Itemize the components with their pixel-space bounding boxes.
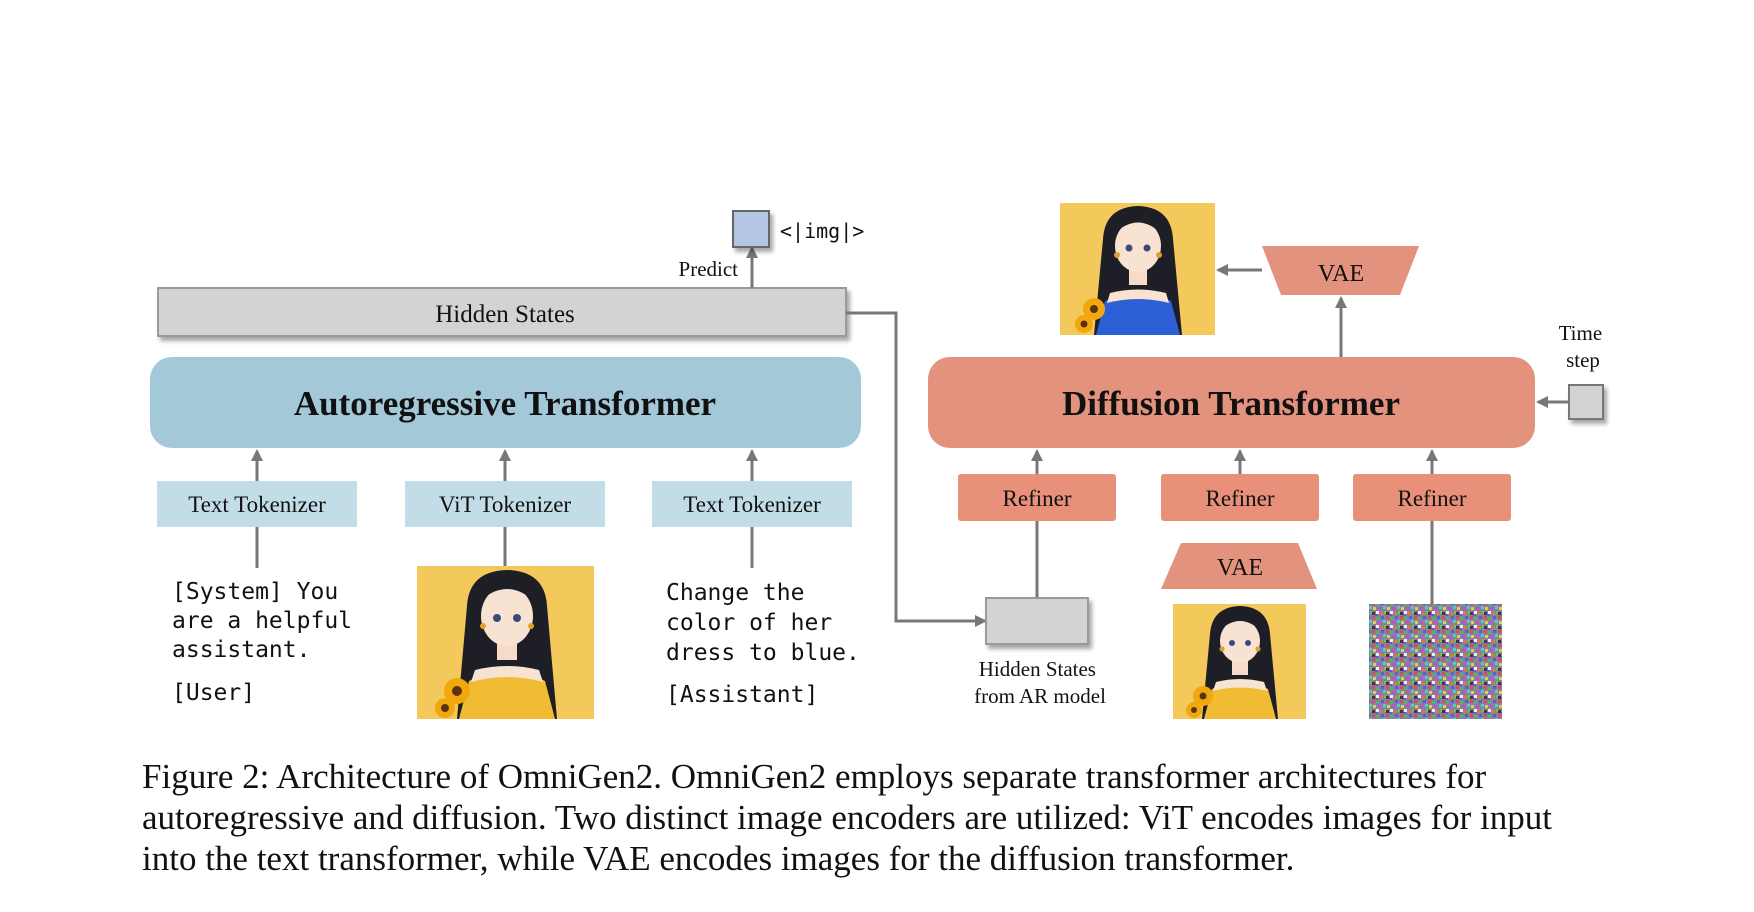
diffusion-transformer-block: [928, 357, 1535, 448]
vae-decoder-label: VAE: [1318, 261, 1364, 287]
system-prompt: [System] You are a helpful assistant.: [172, 579, 366, 663]
refiner-hidden-states: [958, 474, 1116, 521]
instruction-line-2: color of her: [666, 610, 832, 636]
system-prompt-line-2: are a helpful: [172, 608, 352, 634]
system-prompt-line-1: [System] You: [172, 579, 338, 605]
time-step-square: [1568, 384, 1604, 420]
vae-encoder-label: VAE: [1217, 555, 1263, 581]
text-tokenizer-1-label: Text Tokenizer: [188, 492, 326, 517]
diffusion-transformer-title: Diffusion Transformer: [1062, 384, 1400, 423]
text-tokenizer-2-label: Text Tokenizer: [683, 492, 821, 517]
vae-decoder: [1262, 246, 1419, 295]
noise-image: [1369, 604, 1502, 719]
instruction-line-1: Change the: [666, 580, 804, 606]
hidden-states-connector: [846, 311, 987, 627]
system-prompt-line-3: assistant.: [172, 637, 310, 663]
caption-line-1: Figure 2: Architecture of OmniGen2. Omni…: [142, 757, 1487, 796]
hidden-states-from-ar-label: Hidden States from AR model: [974, 657, 1106, 708]
text-tokenizer-2: [652, 481, 852, 527]
instruction-line-3: dress to blue.: [666, 640, 860, 666]
assistant-tag: [Assistant]: [666, 682, 818, 708]
refiner-noise: [1353, 474, 1511, 521]
img-token-square: [732, 210, 770, 248]
ar-hidden-states-bar: [157, 287, 847, 337]
time-step-line-1: Time: [1559, 321, 1603, 345]
hidden-states-from-ar-line-1: Hidden States: [979, 657, 1096, 681]
instruction-prompt: Change the color of her dress to blue.: [666, 580, 860, 666]
predict-label: Predict: [679, 257, 739, 281]
text-tokenizer-1: [157, 481, 357, 527]
autoregressive-transformer-block: [150, 357, 861, 448]
refiner-vae-latent-label: Refiner: [1206, 486, 1275, 511]
vae-encoder: [1161, 543, 1317, 589]
vit-input-portrait: [417, 566, 594, 719]
img-token-label: <|img|>: [780, 219, 864, 243]
hidden-states-from-ar-line-2: from AR model: [974, 684, 1106, 708]
figure-caption: Figure 2: Architecture of OmniGen2. Omni…: [142, 756, 1622, 879]
vit-tokenizer-label: ViT Tokenizer: [439, 492, 572, 517]
refiner-hidden-states-label: Refiner: [1003, 486, 1072, 511]
refiner-vae-latent: [1161, 474, 1319, 521]
user-tag: [User]: [172, 680, 255, 706]
autoregressive-transformer-title: Autoregressive Transformer: [294, 384, 716, 423]
time-step-label: Time step: [1559, 321, 1608, 372]
time-step-line-2: step: [1566, 348, 1600, 372]
ar-hidden-states-square: [985, 597, 1089, 645]
ar-hidden-states-label: Hidden States: [435, 301, 575, 328]
caption-line-2: autoregressive and diffusion. Two distin…: [142, 798, 1552, 837]
output-portrait: [1060, 203, 1215, 335]
vae-input-portrait: [1173, 604, 1306, 719]
caption-line-3: into the text transformer, while VAE enc…: [142, 839, 1295, 878]
refiner-noise-label: Refiner: [1398, 486, 1467, 511]
vit-tokenizer: [405, 481, 605, 527]
